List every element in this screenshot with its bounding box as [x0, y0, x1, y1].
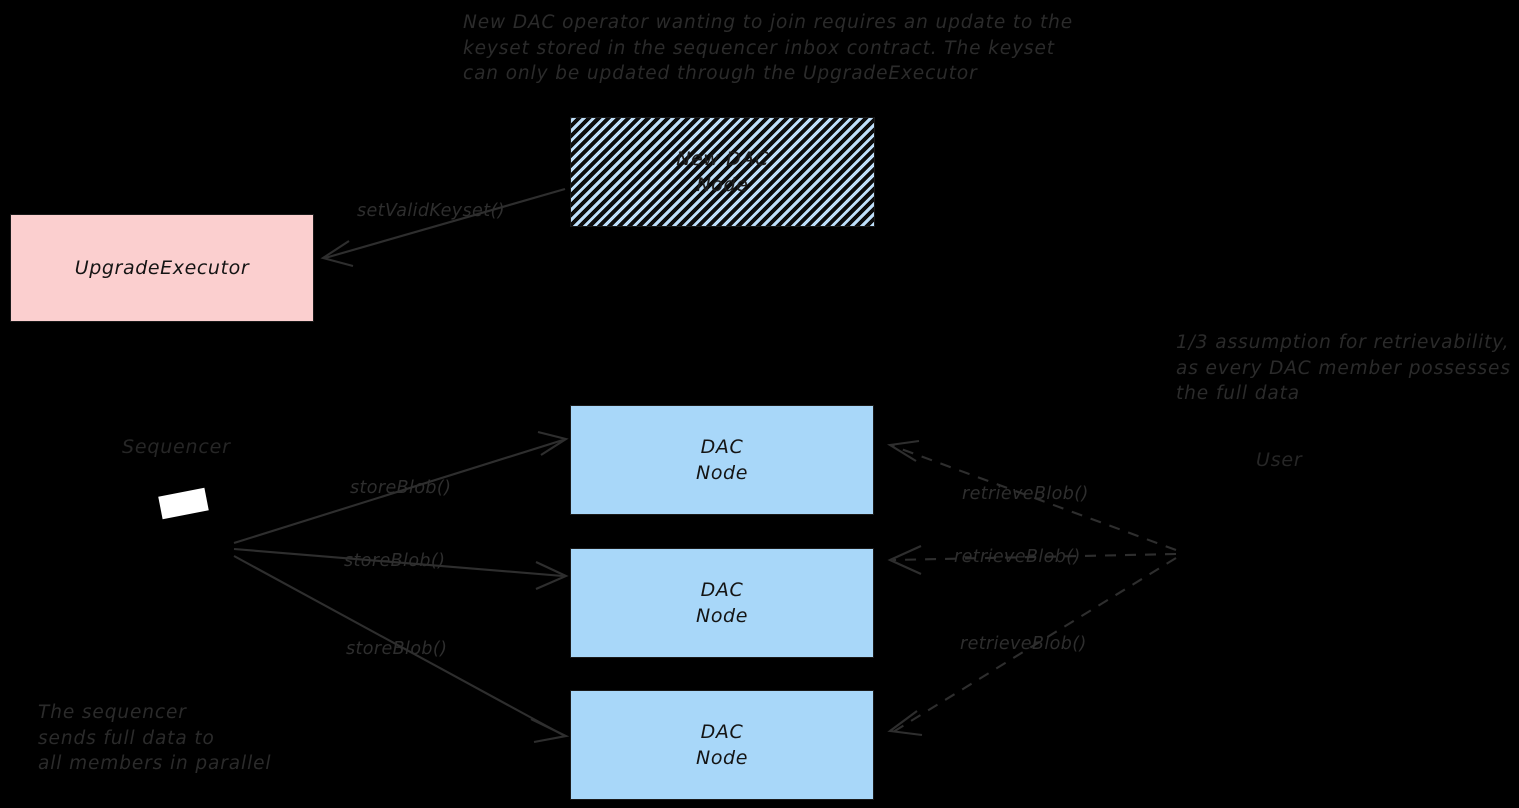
note-bottom-left: The sequencer sends full data to all mem… — [38, 702, 272, 774]
arrow-store-blob-2 — [233, 547, 569, 590]
node-dac-node-3-label: DAC Node — [696, 721, 748, 769]
node-dac-node-1-label: DAC Node — [696, 436, 748, 484]
edge-label-retrieve-blob-3: retrieveBlob() — [960, 634, 1087, 654]
edge-label-retrieve-blob-2: retrieveBlob() — [954, 547, 1081, 567]
actor-label-user: User — [1256, 449, 1303, 471]
arrow-retrieve-blob-1 — [886, 439, 1177, 551]
edge-label-set-valid-keyset: setValidKeyset() — [357, 201, 505, 221]
actor-label-sequencer: Sequencer — [122, 436, 231, 458]
edge-label-retrieve-blob-1: retrieveBlob() — [962, 484, 1089, 504]
note-top: New DAC operator wanting to join require… — [463, 12, 1074, 84]
node-dac-node-2[interactable]: DAC Node — [570, 548, 874, 658]
arrow-store-blob-3 — [233, 555, 570, 744]
node-dac-node-2-label: DAC Node — [696, 579, 748, 627]
note-right: 1/3 assumption for retrievability, as ev… — [1176, 332, 1511, 404]
edge-label-store-blob-3: storeBlob() — [346, 639, 448, 659]
edge-label-store-blob-1: storeBlob() — [350, 478, 452, 498]
node-upgrade-executor[interactable]: UpgradeExecutor — [10, 214, 314, 322]
edge-label-store-blob-2: storeBlob() — [344, 551, 446, 571]
arrow-retrieve-blob-2 — [887, 545, 1177, 575]
arrow-set-valid-keyset — [320, 187, 566, 268]
node-new-dac-node-label: New DAC Node — [676, 148, 769, 196]
node-upgrade-executor-label: UpgradeExecutor — [74, 257, 250, 279]
node-dac-node-1[interactable]: DAC Node — [570, 405, 874, 515]
arrow-store-blob-1 — [233, 430, 569, 545]
node-dac-node-3[interactable]: DAC Node — [570, 690, 874, 800]
node-new-dac-node[interactable]: New DAC Node — [570, 117, 875, 227]
arrow-retrieve-blob-3 — [887, 557, 1177, 737]
